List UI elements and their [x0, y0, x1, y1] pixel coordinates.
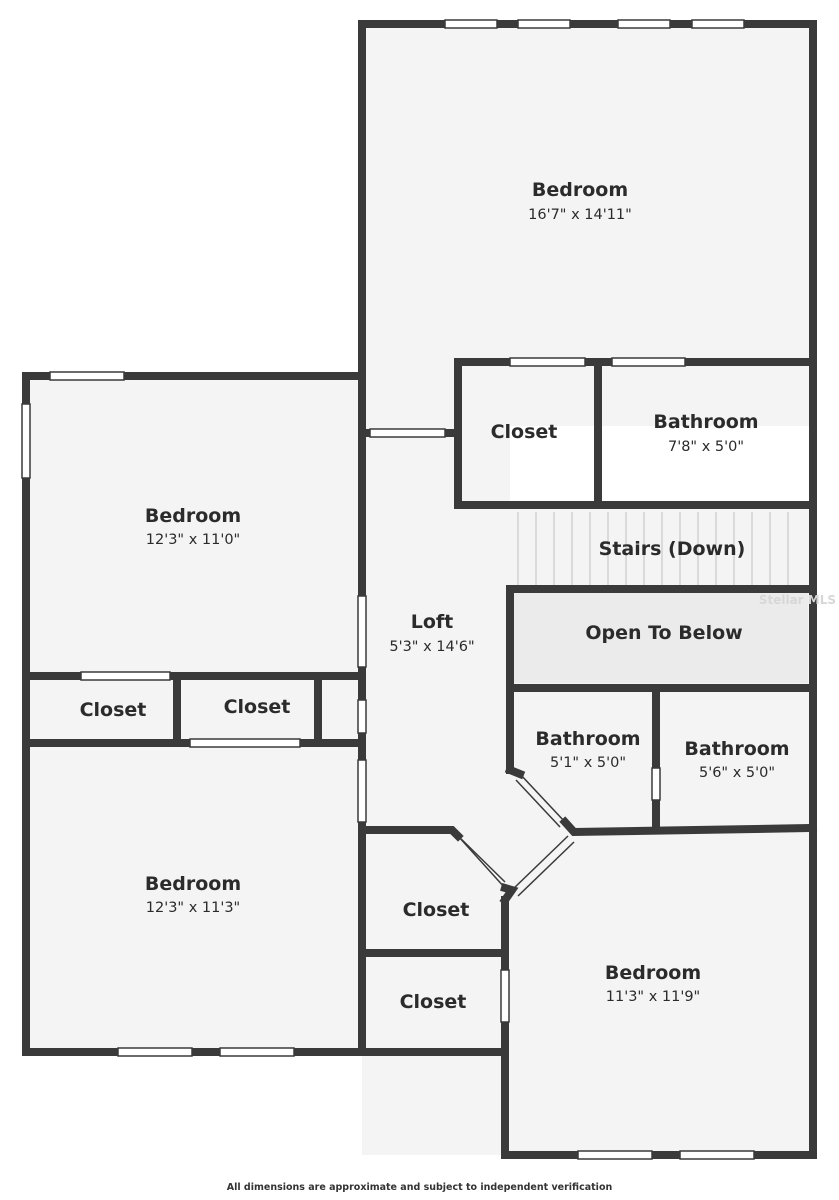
closet-left-2-name: Closet: [224, 696, 291, 718]
loft-dims: 5'3" x 14'6": [389, 639, 474, 655]
bathroom-top-dims: 7'8" x 5'0": [668, 439, 744, 455]
bedroom-left-name: Bedroom: [145, 505, 241, 527]
closet-center-2-name: Closet: [400, 991, 467, 1013]
bathroom-mid-1-name: Bathroom: [535, 728, 640, 750]
closet-top-name: Closet: [491, 421, 558, 443]
closet-left-1-name: Closet: [80, 699, 147, 721]
stairs-name: Stairs (Down): [599, 538, 746, 560]
door-openings: [80, 357, 686, 1023]
walls: [22, 20, 818, 1159]
bathroom-mid-1-dims: 5'1" x 5'0": [550, 755, 626, 771]
closet-center-1-name: Closet: [403, 899, 470, 921]
windows: [21, 19, 755, 1160]
bathroom-top-name: Bathroom: [653, 411, 758, 433]
bathroom-mid-2-name: Bathroom: [684, 738, 789, 760]
loft-name: Loft: [411, 611, 454, 633]
bedroom-bottom-right-name: Bedroom: [605, 962, 701, 984]
angled-doors: [451, 773, 575, 897]
bathroom-mid-2-dims: 5'6" x 5'0": [699, 765, 775, 781]
bedroom-bottom-right-dims: 11'3" x 11'9": [606, 989, 700, 1005]
bedroom-top-name: Bedroom: [532, 179, 628, 201]
footer-disclaimer: All dimensions are approximate and subje…: [226, 1182, 613, 1193]
bedroom-bottom-left-dims: 12'3" x 11'3": [146, 900, 240, 916]
open-to-below-area: [513, 591, 808, 683]
open-to-below-name: Open To Below: [585, 622, 742, 644]
bedroom-top-dims: 16'7" x 14'11": [528, 207, 632, 223]
watermark: Stellar MLS: [759, 593, 836, 607]
room-labels: Bedroom 16'7" x 14'11" Closet Bathroom 7…: [80, 179, 790, 1013]
stairs-treads: [517, 512, 789, 585]
bedroom-left-dims: 12'3" x 11'0": [146, 532, 240, 548]
bedroom-bottom-left-name: Bedroom: [145, 873, 241, 895]
